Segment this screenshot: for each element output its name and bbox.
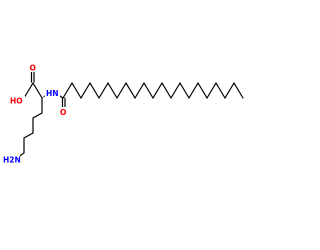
- bond-fatty-acyl-chain: [62, 81, 244, 100]
- amide-oxygen-label: O: [60, 108, 66, 117]
- amide-nitrogen-label: HN: [46, 89, 59, 98]
- bond-carboxyl-oh: [23, 82, 34, 99]
- bond-carboxyl-alpha: [32, 82, 43, 99]
- amine-label: H2N: [3, 156, 21, 165]
- bond-side-chain: [16, 97, 43, 159]
- hydroxyl-label: HO: [10, 97, 23, 106]
- molecule-structure: O HO HN O H2N: [2, 63, 244, 165]
- bonds: [16, 69, 244, 159]
- atom-labels: O HO HN O H2N: [2, 63, 68, 165]
- carboxyl-oxygen-label: O: [30, 64, 36, 73]
